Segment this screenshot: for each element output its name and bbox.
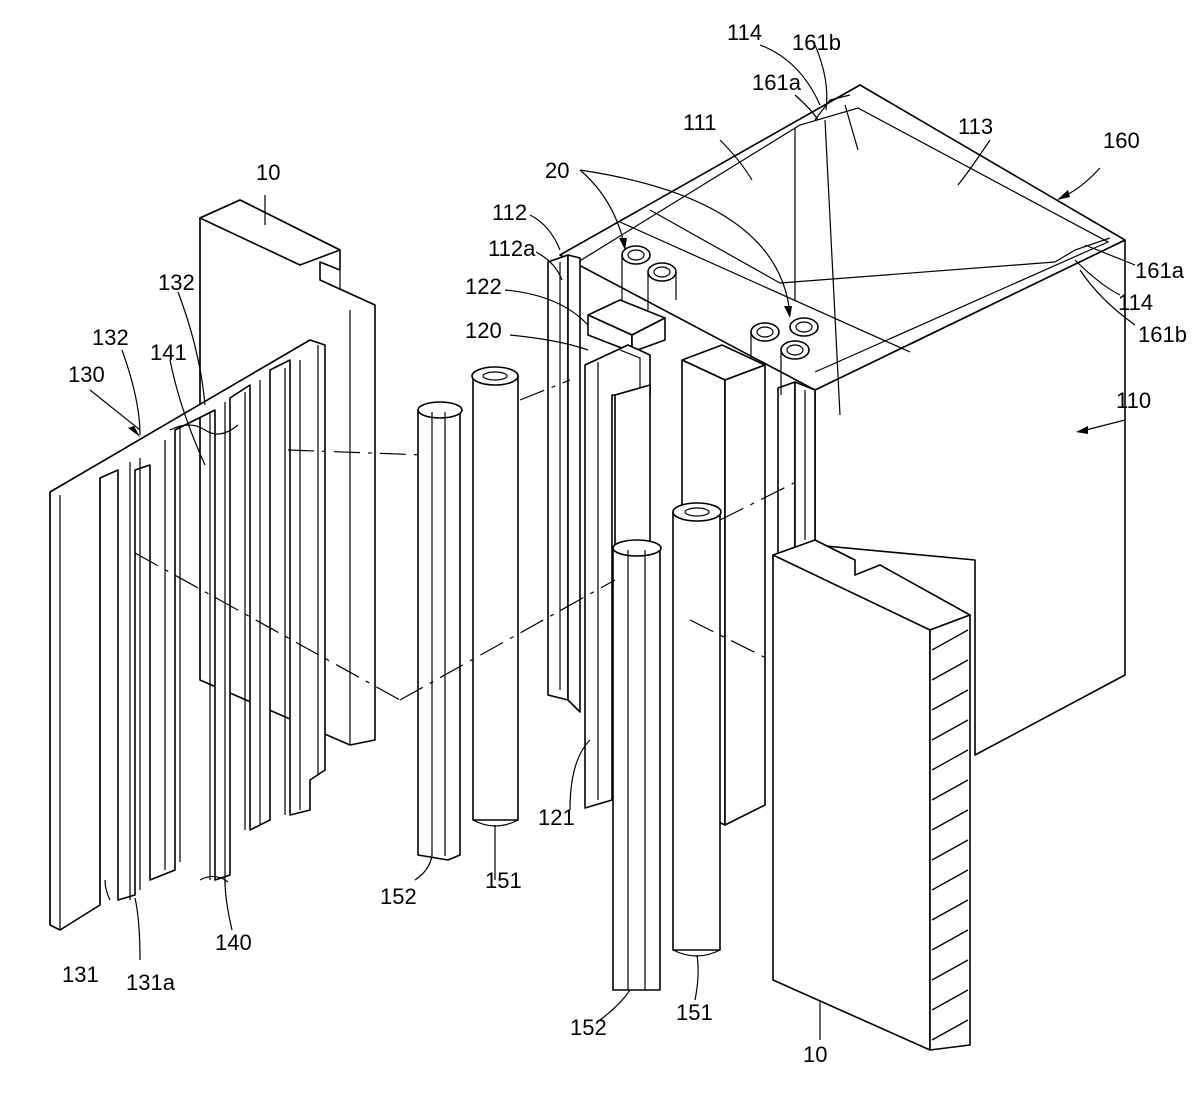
label-112: 112	[492, 200, 527, 225]
label-161b-top: 161b	[792, 30, 841, 55]
gasket-151-mid	[472, 367, 518, 826]
label-132-b: 132	[92, 325, 129, 350]
label-111: 111	[683, 110, 716, 135]
label-122: 122	[465, 274, 502, 299]
label-114-top: 114	[727, 20, 762, 45]
label-131a: 131a	[126, 970, 176, 995]
gasket-152-mid	[418, 402, 462, 860]
label-140: 140	[215, 930, 252, 955]
label-132-a: 132	[158, 270, 195, 295]
gasket-151-right	[673, 503, 721, 956]
label-114-right: 114	[1118, 290, 1153, 315]
label-161a-top: 161a	[752, 70, 802, 95]
label-141: 141	[150, 340, 187, 365]
panel-10-right	[773, 540, 970, 1050]
label-10-top: 10	[256, 160, 280, 185]
label-160: 160	[1103, 128, 1140, 153]
label-131: 131	[62, 962, 99, 987]
label-121: 121	[538, 805, 575, 830]
label-120: 120	[465, 318, 502, 343]
label-152-right: 152	[570, 1015, 607, 1040]
label-130: 130	[68, 362, 105, 387]
label-112a: 112a	[488, 236, 536, 261]
label-20: 20	[545, 158, 569, 183]
label-161a-right: 161a	[1135, 258, 1185, 283]
gasket-152-right	[613, 540, 661, 990]
label-10-bottom: 10	[803, 1042, 827, 1067]
label-152-mid: 152	[380, 884, 417, 909]
label-113: 113	[958, 114, 993, 139]
label-161b-right: 161b	[1138, 322, 1187, 347]
label-151-right: 151	[676, 1000, 713, 1025]
label-151-mid: 151	[485, 868, 522, 893]
label-110: 110	[1116, 388, 1151, 413]
